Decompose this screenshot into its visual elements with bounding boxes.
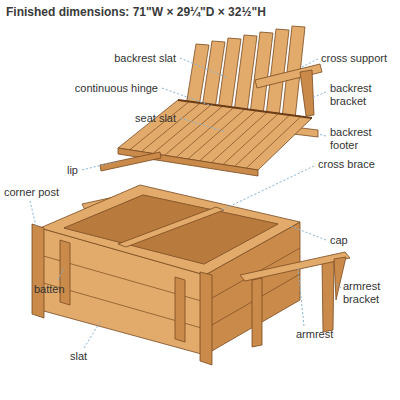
part-label: batten — [34, 283, 94, 296]
leader-line — [290, 226, 326, 240]
leader-line — [318, 134, 326, 136]
part-label: backrest slat — [86, 52, 176, 65]
seat-slat-seam — [200, 111, 256, 161]
seat-slat-seam — [223, 114, 279, 165]
part-label: cap — [330, 234, 370, 247]
continuous-hinge — [178, 100, 312, 118]
title: Finished dimensions: 71"W × 29¼"D × 32½"… — [6, 5, 266, 19]
cross-brace — [118, 207, 224, 247]
part-label: armrest bracket — [343, 280, 397, 305]
part-label: backrest bracket — [330, 82, 390, 107]
leader-line — [300, 59, 318, 68]
seat-slat-seam — [130, 102, 190, 150]
part-label: seat slat — [96, 112, 176, 125]
armrest — [240, 252, 350, 281]
seat-slat-seam — [246, 117, 301, 169]
part-label: continuous hinge — [58, 82, 158, 95]
part-label: cross support — [321, 52, 397, 65]
part-label: lip — [38, 164, 78, 177]
part-label: cross brace — [318, 158, 396, 171]
leader-lines — [30, 58, 341, 348]
backrest-bracket — [300, 70, 314, 116]
leader-line — [222, 166, 314, 210]
part-label: slat — [70, 350, 120, 363]
leader-line — [336, 284, 341, 288]
leader-line — [298, 268, 304, 326]
leader-line — [82, 161, 118, 170]
cap — [40, 185, 300, 275]
leader-line — [58, 268, 64, 280]
lip — [100, 152, 161, 171]
corner-post — [32, 224, 44, 318]
armrest-leg — [252, 278, 262, 347]
seat-slat-seam — [211, 112, 267, 163]
seat-slat-seam — [188, 109, 245, 159]
part-label: backrest footer — [330, 126, 390, 151]
leader-line — [30, 201, 36, 226]
leader-line — [180, 58, 228, 78]
part-label: corner post — [4, 186, 84, 199]
corner-post — [200, 272, 212, 365]
batten — [175, 277, 185, 342]
box-interior — [64, 195, 278, 264]
leader-line — [312, 92, 326, 98]
armrest-leg — [322, 259, 334, 332]
leader-line — [162, 88, 212, 106]
part-label: armrest — [296, 328, 356, 341]
leader-line — [180, 118, 226, 132]
leader-line — [84, 322, 100, 348]
seat-slat-seam — [235, 115, 290, 166]
